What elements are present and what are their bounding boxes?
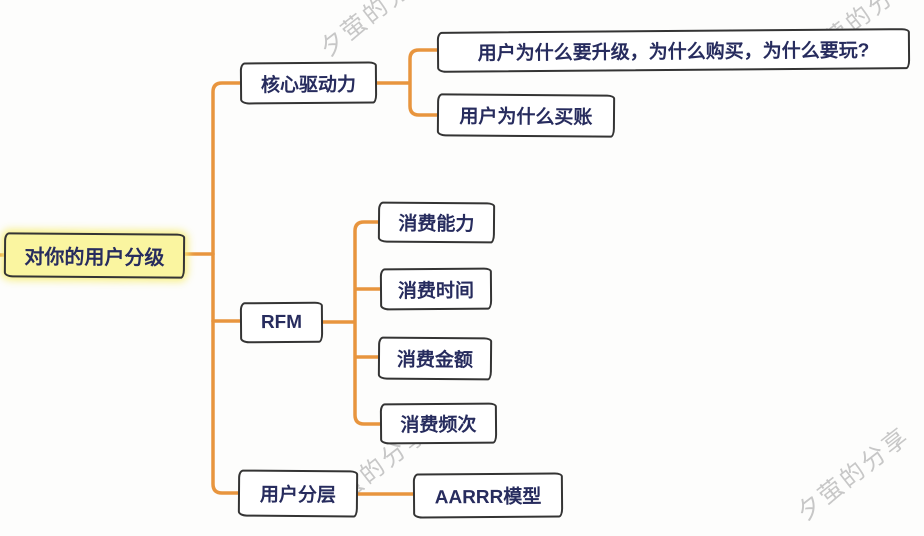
node-why-pay[interactable]: 用户为什么买账: [436, 93, 616, 138]
connector-main-trunk: [211, 81, 242, 495]
node-aarrr-model[interactable]: AARRR模型: [412, 472, 564, 519]
node-spend-frequency[interactable]: 消费频次: [379, 402, 498, 445]
node-spend-ability[interactable]: 消费能力: [377, 201, 496, 244]
connector-rfm-branch: [320, 220, 382, 426]
node-root[interactable]: 对你的用户分级: [3, 232, 186, 279]
node-user-layering[interactable]: 用户分层: [237, 469, 359, 518]
connector-core-branch: [374, 48, 439, 117]
node-spend-amount[interactable]: 消费金额: [377, 336, 493, 381]
node-core-driver[interactable]: 核心驱动力: [239, 61, 378, 105]
node-spend-time[interactable]: 消费时间: [379, 267, 493, 311]
node-rfm[interactable]: RFM: [239, 301, 324, 344]
node-why-upgrade[interactable]: 用户为什么要升级，为什么购买，为什么要玩?: [436, 28, 911, 73]
